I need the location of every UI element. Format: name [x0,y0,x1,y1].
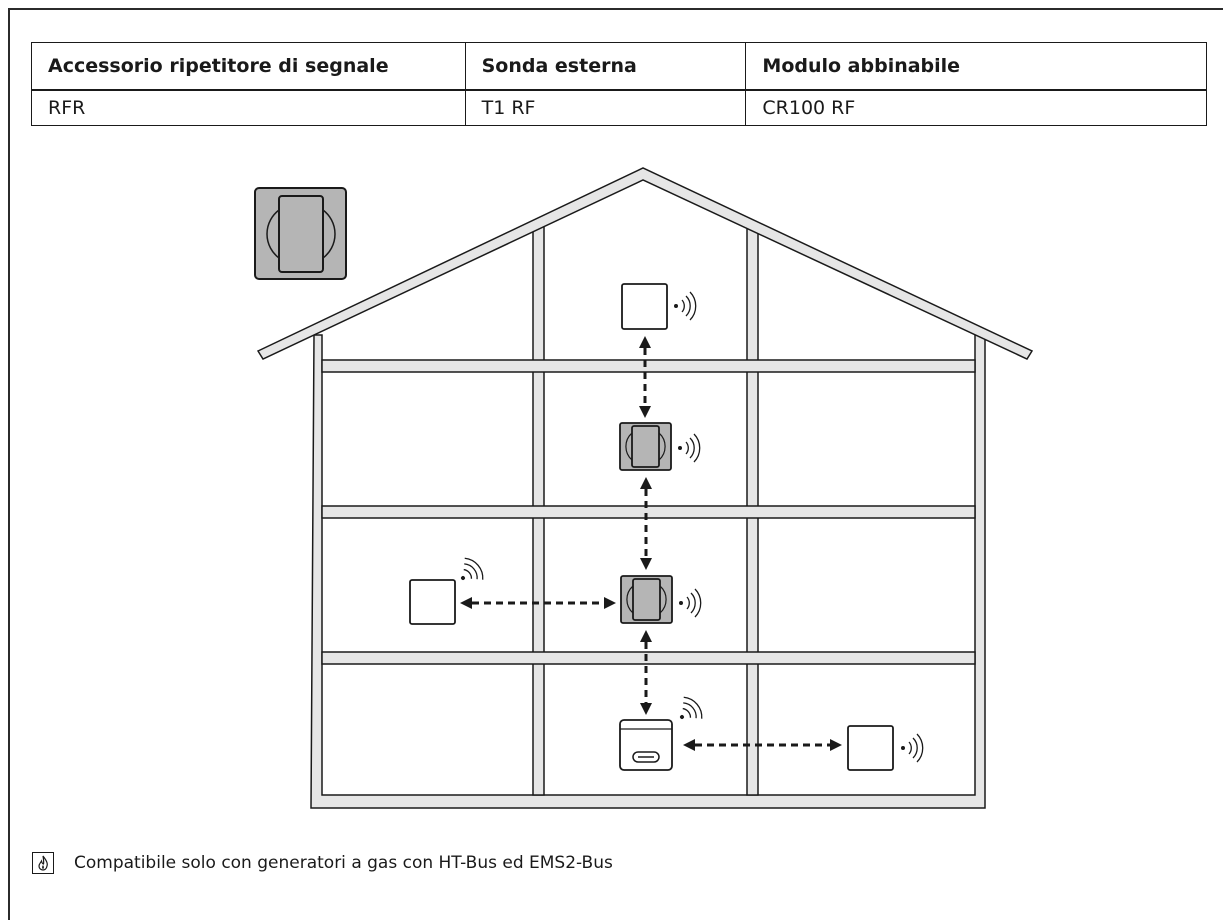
arrow-heads [460,336,842,751]
table-row: RFR T1 RF CR100 RF [31,89,1207,126]
cell-sensor-model: T1 RF [464,89,747,126]
compatibility-table: Accessorio ripetitore di segnale Sonda e… [31,42,1207,126]
header-external-sensor: Sonda esterna [464,42,747,91]
table-header-row: Accessorio ripetitore di segnale Sonda e… [31,42,1207,91]
boiler-icon [619,692,707,771]
cr100-rf-module-icon [409,553,488,625]
t1-rf-sensor-icon [847,725,924,771]
rfr-repeater-icon [254,187,347,280]
header-compatible-module: Modulo abbinabile [745,42,1207,91]
house-structure [256,167,1034,809]
cell-repeater-model: RFR [31,89,466,126]
page-frame [8,8,1223,920]
rfr-repeater-icon [619,422,701,471]
rfr-repeater-icon [620,575,702,624]
cell-module-model: CR100 RF [745,89,1207,126]
bidirectional-arrow-icon [472,348,830,747]
header-repeater-accessory: Accessorio ripetitore di segnale [31,42,466,91]
gas-flame-icon [32,852,54,874]
footnote-text: Compatibile solo con generatori a gas co… [74,853,613,873]
footnote: Compatibile solo con generatori a gas co… [32,852,613,874]
t1-rf-sensor-icon [621,283,697,330]
